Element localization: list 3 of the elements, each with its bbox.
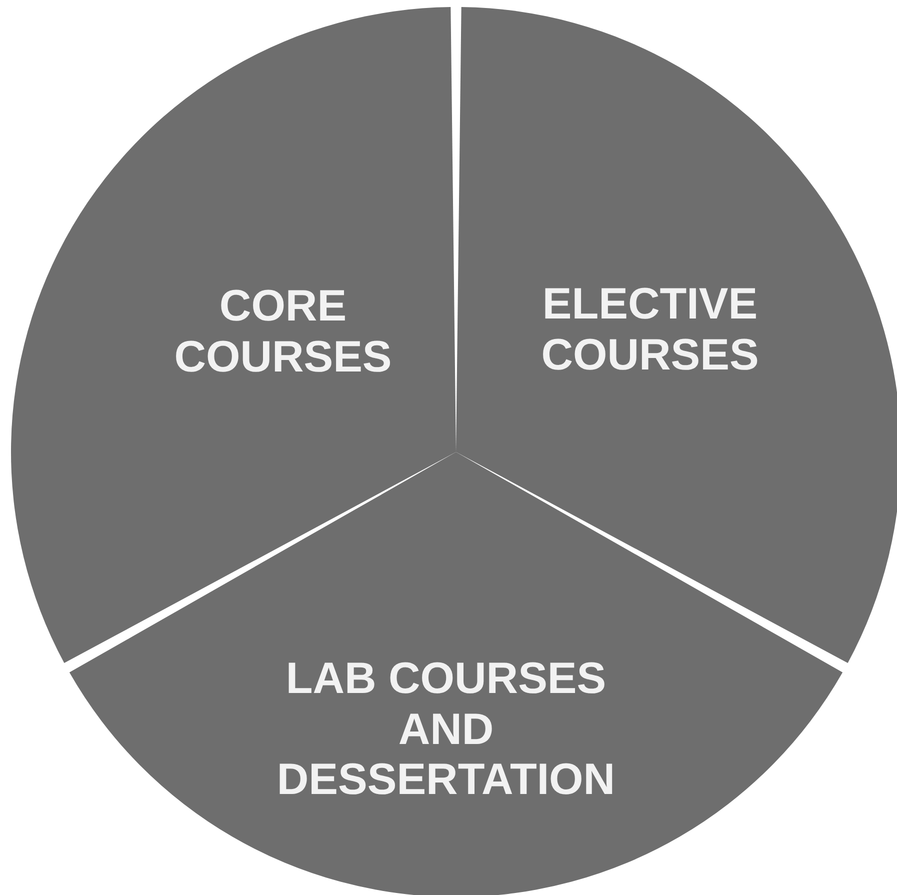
slice-label: ELECTIVE COURSES — [540, 279, 760, 381]
slice-label: LAB COURSES AND DESSERTATION — [276, 654, 616, 806]
slice-label: CORE COURSES — [173, 281, 393, 383]
